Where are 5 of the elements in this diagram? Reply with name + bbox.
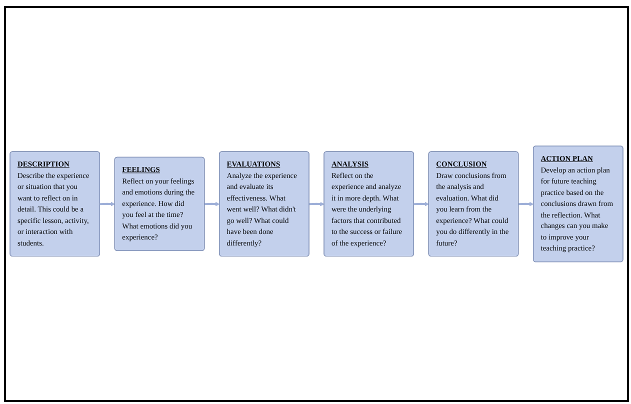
arrow <box>414 202 430 206</box>
arrow <box>100 202 116 206</box>
arrow <box>204 202 220 206</box>
arrow <box>518 202 534 206</box>
arrow <box>309 202 324 206</box>
